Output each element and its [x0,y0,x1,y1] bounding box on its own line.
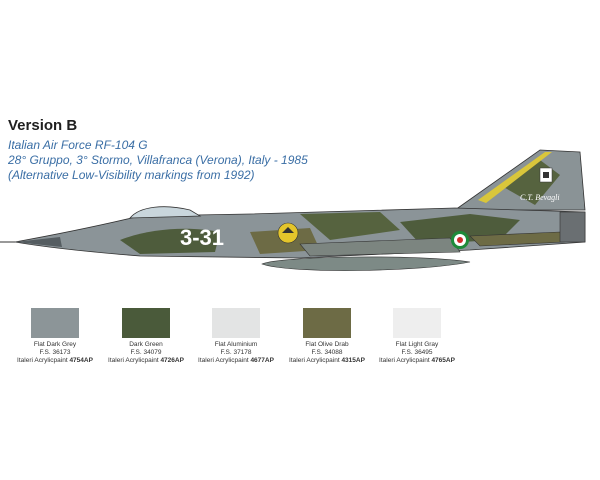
tail-script: C.T. Bevagli [520,193,560,202]
paint-name: Flat Light Gray [395,341,439,348]
version-title: Version B [8,117,78,134]
swatch-flat-olive-drab [303,308,351,338]
swatch-caption: Dark Green F.S. 34079 Italeri Acrylicpai… [91,341,201,365]
swatch-flat-dark-grey [31,308,79,338]
fs-number: F.S. 36495 [401,349,433,356]
camo-patch [120,228,220,254]
unit-info: 28° Gruppo, 3° Stormo, Villafranca (Vero… [8,153,308,167]
paint-code: 4754AP [69,357,93,364]
exhaust [559,211,586,243]
tail-stripe [478,152,552,203]
markings-note: (Alternative Low-Visibility markings fro… [8,168,255,182]
paint-brand: Italeri Acrylicpaint [289,357,340,364]
paint-code: 4315AP [341,357,365,364]
swatch-flat-light-gray [393,308,441,338]
paint-brand: Italeri Acrylicpaint [17,357,68,364]
fs-number: F.S. 36173 [39,349,71,356]
paint-name: Flat Aluminium [214,341,258,348]
canopy [129,206,202,219]
aircraft-code: 3-31 [180,225,224,250]
paint-code: 4765AP [431,357,455,364]
camo-patch [300,212,400,240]
swatch-flat-aluminium [212,308,260,338]
wing [299,237,461,257]
swatch-caption: Flat Olive Drab F.S. 34088 Italeri Acryl… [272,341,382,365]
swatch-caption: Flat Aluminium F.S. 37178 Italeri Acryli… [181,341,291,365]
fs-number: F.S. 37178 [220,349,252,356]
paint-brand: Italeri Acrylicpaint [108,357,159,364]
nose-cone [15,237,62,247]
paint-brand: Italeri Acrylicpaint [379,357,430,364]
aircraft-type: Italian Air Force RF-104 G [8,138,148,152]
paint-name: Flat Dark Grey [33,341,77,348]
swatch-caption: Flat Light Gray F.S. 36495 Italeri Acryl… [362,341,472,365]
tip-tank [261,256,471,271]
aircraft-illustration: 3-31 C.T. Bevagli [0,149,586,271]
paint-name: Dark Green [129,341,163,348]
paint-code: 4677AP [250,357,274,364]
paint-code: 4726AP [160,357,184,364]
paint-brand: Italeri Acrylicpaint [198,357,249,364]
swatch-dark-green [122,308,170,338]
fs-number: F.S. 34088 [311,349,343,356]
paint-name: Flat Olive Drab [305,341,349,348]
swatch-caption: Flat Dark Grey F.S. 36173 Italeri Acryli… [0,341,110,365]
fs-number: F.S. 34079 [130,349,162,356]
